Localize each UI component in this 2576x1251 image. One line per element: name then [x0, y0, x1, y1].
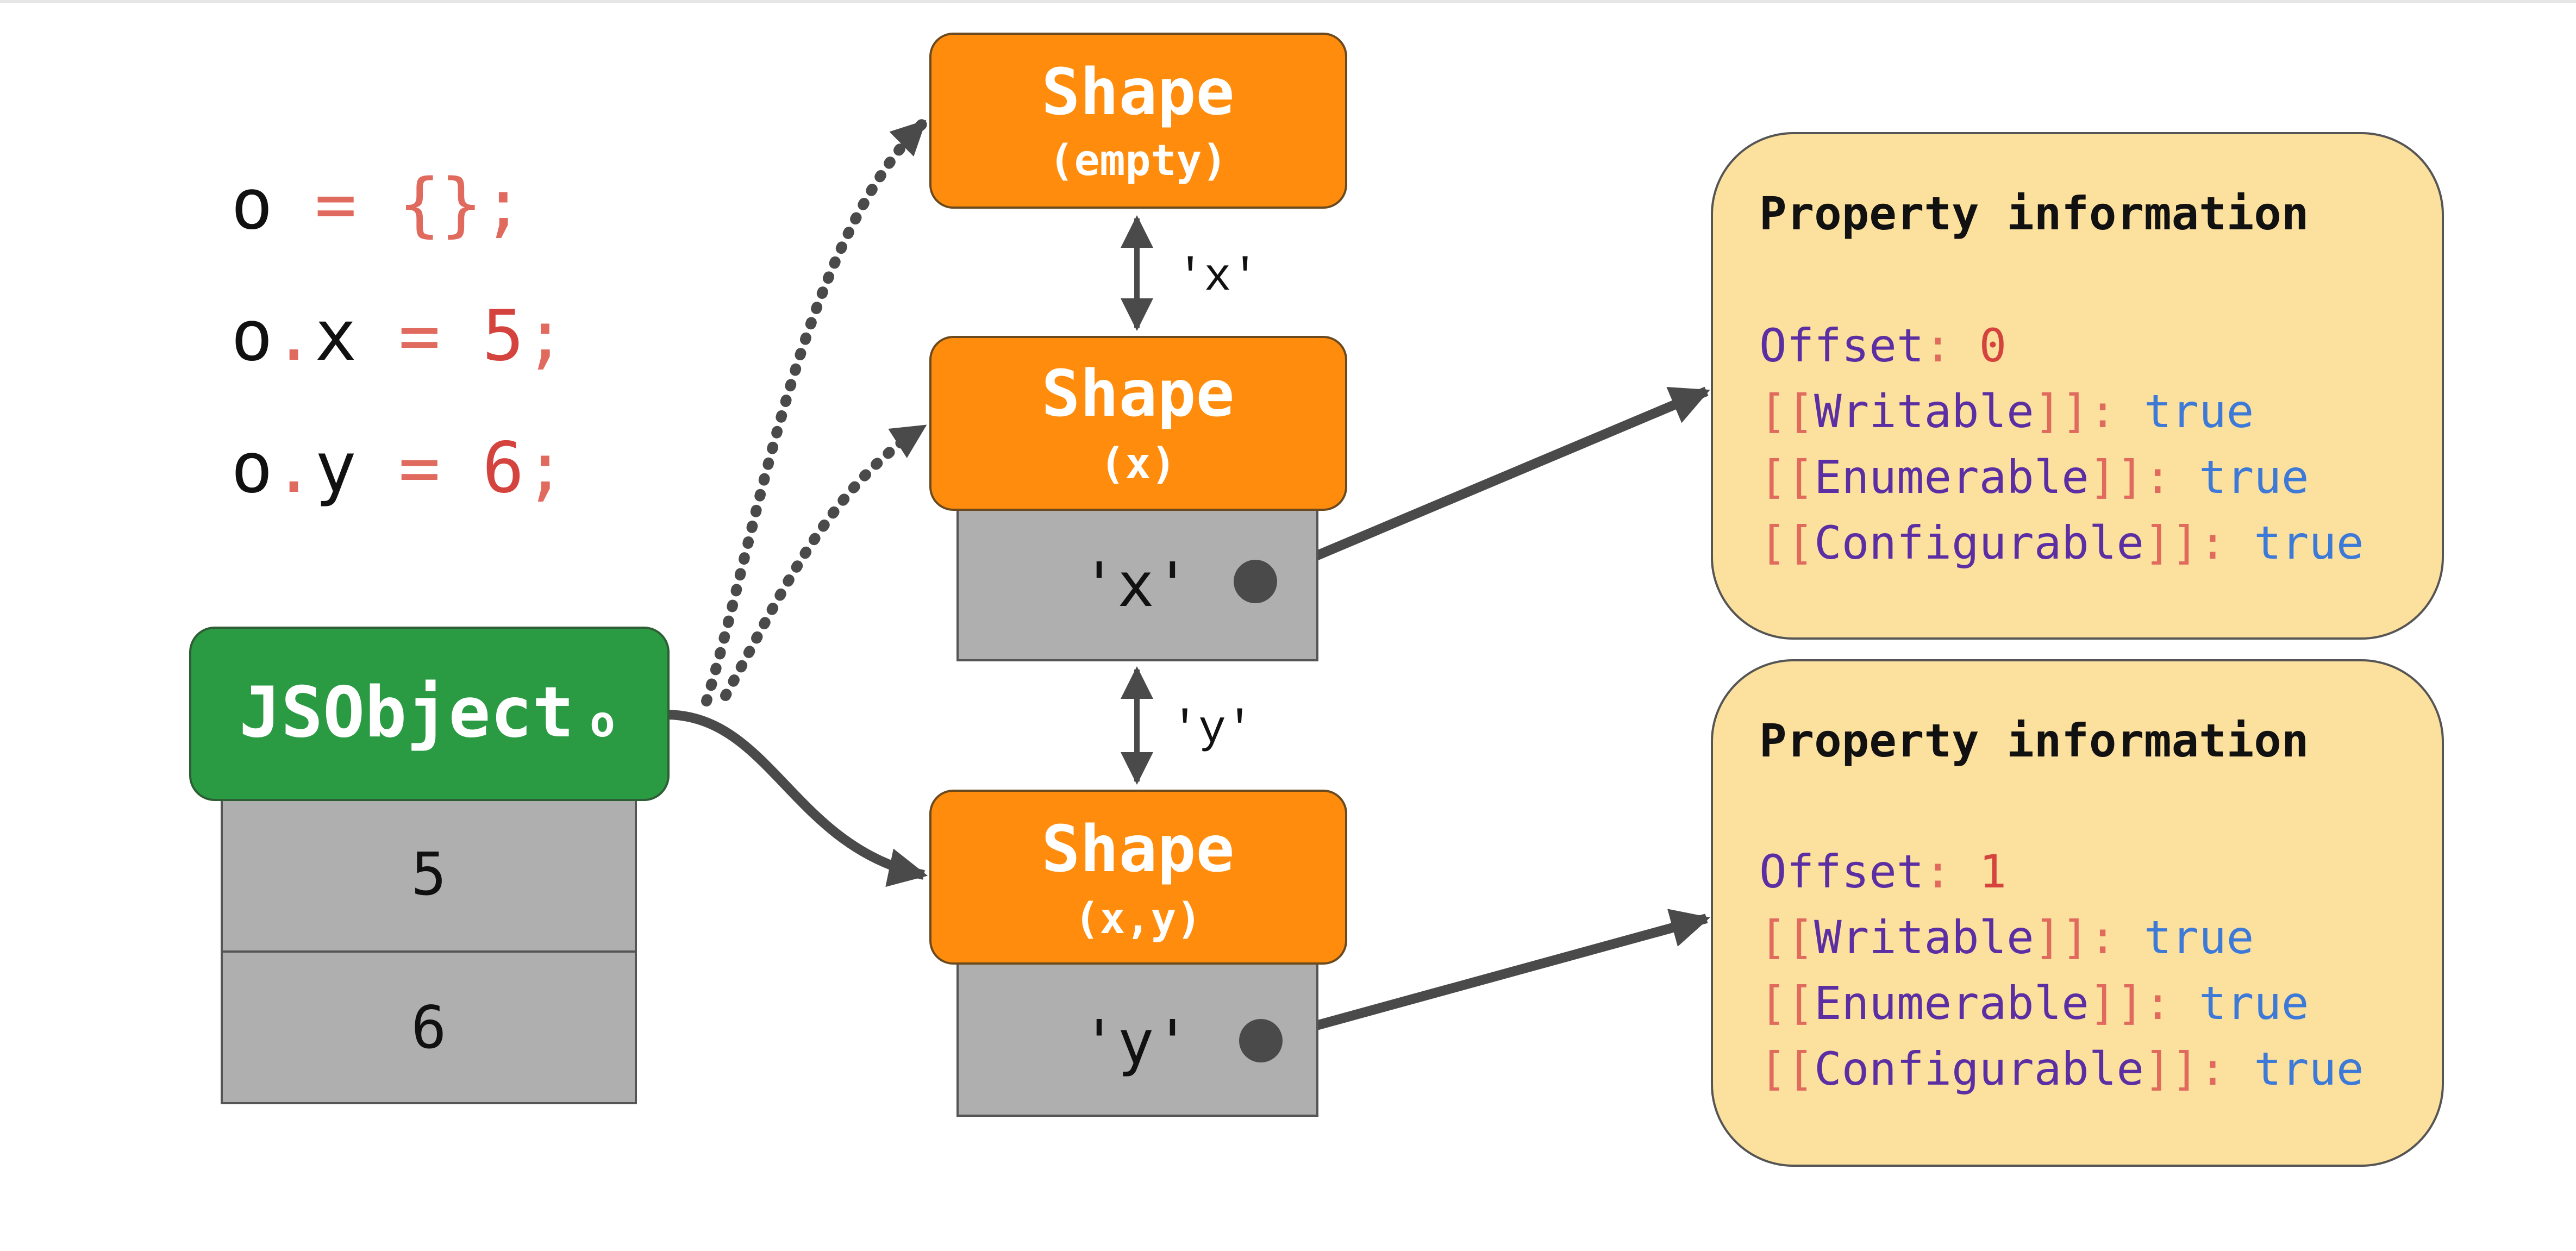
jsobject-name: o [590, 698, 615, 747]
code-semicolon: ; [524, 428, 566, 509]
code-operator: = [357, 296, 482, 377]
code-prop: x [315, 296, 357, 377]
shape-xy-key: 'y' [1081, 1008, 1191, 1078]
solid-arrow-to-xy-shape [668, 710, 928, 887]
property-info-y-configurable: [[Configurable]]: true [1759, 1042, 2364, 1096]
property-info-x-configurable: [[Configurable]]: true [1759, 516, 2364, 570]
code-operator: = [273, 164, 398, 245]
dotted-arrow-to-x-shape [720, 421, 929, 701]
property-arrow-x [1253, 386, 1710, 586]
shape-xy-title: Shape [1041, 811, 1234, 886]
shape-xy: 'y' Shape (x,y) [929, 790, 1347, 1117]
jsobject-slot-2 [221, 950, 637, 1104]
property-info-x-writable: [[Writable]]: true [1759, 385, 2254, 438]
jsobject-slot-2-value: 6 [411, 994, 446, 1062]
shape-empty-box [929, 33, 1347, 209]
code-line-3: o.y = 6; [231, 428, 566, 509]
shape-x-pointer-dot [1234, 560, 1277, 603]
property-info-x-panel [1711, 132, 2444, 640]
code-number: 5 [482, 296, 524, 377]
shape-empty-title: Shape [1041, 54, 1234, 129]
code-block: o = {}; o.x = 5; o.y = 6; [231, 164, 566, 509]
jsobject-title: JSObject [239, 672, 574, 753]
code-var: o [231, 296, 273, 377]
code-line-1: o = {}; [231, 164, 524, 245]
property-info-y-offset: Offset: 1 [1759, 845, 2006, 898]
jsobject-header [189, 627, 670, 801]
code-dot: . [273, 428, 315, 509]
code-var: o [231, 164, 273, 245]
property-info-x-enumerable: [[Enumerable]]: true [1759, 451, 2309, 504]
property-info-y-writable: [[Writable]]: true [1759, 911, 2254, 964]
property-info-x-offset: Offset: 0 [1759, 319, 2006, 372]
shape-empty-subtitle: (empty) [1049, 136, 1228, 185]
code-literal: {}; [398, 164, 524, 245]
jsobject-slot-1-value: 5 [411, 841, 446, 909]
code-line-2: o.x = 5; [231, 296, 566, 377]
shape-x: 'x' Shape (x) [929, 336, 1347, 661]
property-info-y-panel [1711, 659, 2444, 1167]
shape-xy-subtitle: (x,y) [1074, 895, 1202, 943]
code-number: 6 [482, 428, 524, 509]
code-prop: y [315, 428, 357, 509]
property-info-x: Property information Offset: 0 [[Writabl… [1711, 132, 2444, 640]
jsobject: 5 6 JSObject o [189, 627, 670, 1104]
code-semicolon: ; [524, 296, 566, 377]
property-info-y: Property information Offset: 1 [[Writabl… [1711, 659, 2444, 1167]
transition-label-y: 'y' [1171, 704, 1253, 756]
shape-xy-box [929, 790, 1347, 965]
code-operator: = [357, 428, 482, 509]
property-arrow-y [1259, 909, 1710, 1046]
shape-empty: Shape (empty) [929, 33, 1347, 209]
property-info-y-enumerable: [[Enumerable]]: true [1759, 977, 2309, 1030]
shape-x-key: 'x' [1081, 550, 1191, 621]
dotted-arrow-to-empty-shape [701, 117, 929, 706]
shape-x-box [929, 336, 1347, 511]
shape-xy-pointer-dot [1239, 1019, 1283, 1062]
shape-x-subtitle: (x) [1100, 440, 1177, 489]
code-var: o [231, 428, 273, 509]
shape-x-key-slot [956, 504, 1318, 661]
transition-label-x: 'x' [1177, 252, 1259, 304]
code-dot: . [273, 296, 315, 377]
jsobject-slot-1 [221, 795, 637, 953]
property-info-x-heading: Property information [1759, 187, 2309, 240]
shape-x-title: Shape [1041, 356, 1234, 431]
property-info-y-heading: Property information [1759, 714, 2309, 767]
